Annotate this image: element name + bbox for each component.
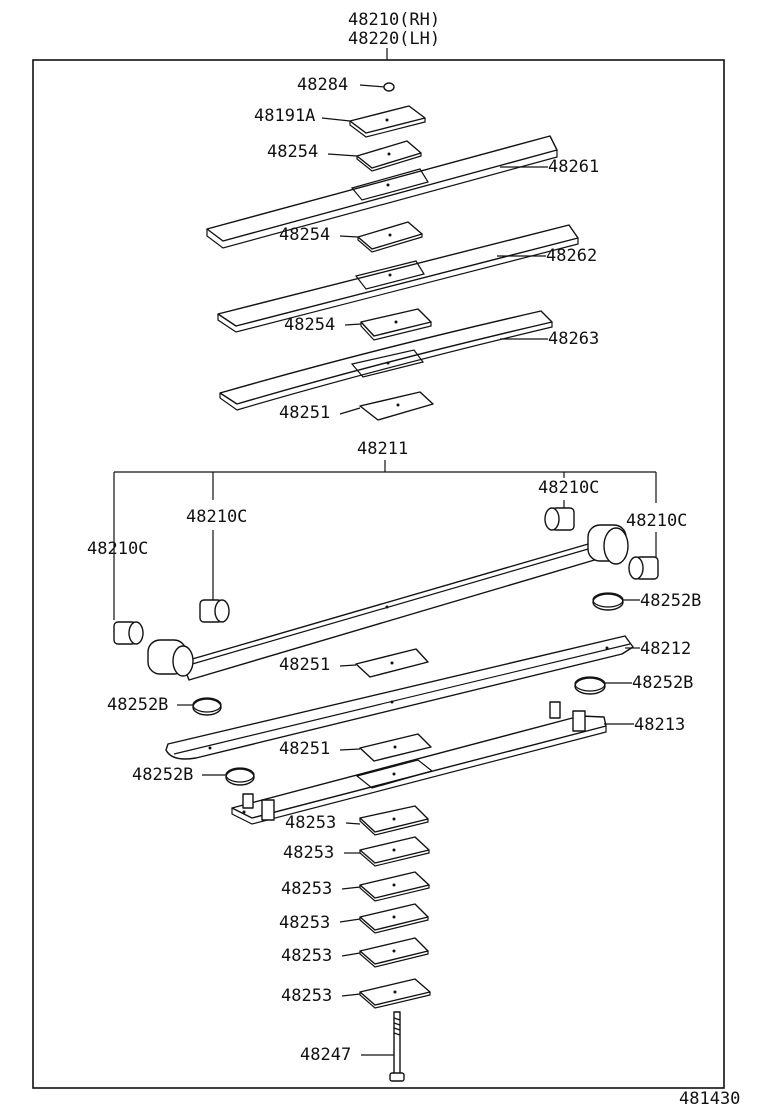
pad-48251-a [359,391,434,421]
callout-48210c-far-left: 48210C [87,539,148,559]
nut-48284 [383,82,395,92]
leader-48253-3 [341,886,361,890]
leader-48253-1 [345,822,361,825]
callout-48262: 48262 [546,246,597,266]
leaf-spring-48213 [231,715,607,825]
callout-48247: 48247 [300,1045,351,1065]
callout-48253-3: 48253 [281,879,332,899]
spacer-48254-b [357,221,423,253]
callout-48253-2: 48253 [283,843,334,863]
spacer-48253-3 [359,871,430,902]
bushing-48210c-left [199,599,230,623]
callout-48251-c: 48251 [279,739,330,759]
diagram-code: 481430 [679,1089,740,1109]
leaf-spring-48263 [219,310,553,411]
callout-48213: 48213 [634,715,685,735]
group-48211-bracket [113,460,657,620]
bushing-48210c-right [544,507,575,531]
callout-48212: 48212 [640,639,691,659]
leaf-spring-48261 [206,135,558,249]
leader-48254-a [327,153,358,157]
assembly-frame [32,59,725,1089]
spacer-48254-c [360,308,432,341]
callout-48253-6: 48253 [281,986,332,1006]
callout-48252b-d: 48252B [132,765,193,785]
callout-48251-b: 48251 [279,655,330,675]
callout-48210c-far-right: 48210C [626,511,687,531]
callout-48252b-b: 48252B [107,695,168,715]
group-48211-label: 48211 [357,439,408,459]
leader-48253-5 [341,952,361,957]
clip-48213-right [549,701,586,732]
callout-48253-1: 48253 [285,813,336,833]
callout-48191a: 48191A [254,106,315,126]
spacer-48253-1 [359,805,429,836]
pad-48251-b [355,648,429,678]
leader-48251-a [339,407,361,415]
callout-48263: 48263 [548,329,599,349]
assembly-lh-label: 48220(LH) [348,29,440,49]
callout-48253-5: 48253 [281,946,332,966]
bushing-48210c-far-left [113,621,144,645]
leaf-spring-48262 [217,224,579,333]
cap-48252b-c [574,676,606,695]
cap-48252b-b [192,697,222,716]
callout-48254-b: 48254 [279,225,330,245]
leader-48253-6 [341,993,361,997]
leader-48251-b [339,664,357,667]
callout-48252b-a: 48252B [640,591,701,611]
callout-48253-4: 48253 [279,913,330,933]
spacer-48254-a [356,140,422,172]
assembly-rh-label: 48210(RH) [348,10,440,30]
spacer-48253-6 [359,978,431,1009]
bolt-48247 [389,1011,405,1082]
leader-48254-b [339,235,359,238]
callout-48252b-c: 48252B [632,673,693,693]
leader-48254-c [344,323,362,326]
callout-48261: 48261 [548,157,599,177]
callout-48254-c: 48254 [284,315,335,335]
cap-48252b-a [592,592,624,611]
leaf-spring-48212 [165,635,634,760]
spacer-48253-4 [359,903,429,934]
leader-48284 [359,84,386,88]
spacer-48253-2 [359,836,430,867]
leader-48251-c [339,748,361,751]
callout-48210c-right: 48210C [538,478,599,498]
pad-48191a [349,105,426,138]
main-leaf-48211 [147,524,629,681]
callout-48251-a: 48251 [279,403,330,423]
leader-48191a [321,117,351,122]
leader-48253-4 [339,918,361,923]
callout-48284: 48284 [297,75,348,95]
bushing-48210c-far-right [628,556,659,580]
callout-48210c-left: 48210C [186,507,247,527]
clip-48213-left [242,793,275,821]
pad-48251-c [359,733,432,762]
spacer-48253-5 [359,937,429,968]
callout-48254-a: 48254 [267,142,318,162]
cap-48252b-d [225,767,255,786]
